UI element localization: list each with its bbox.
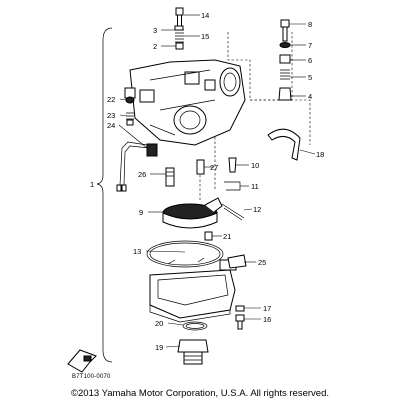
spring-part-5 — [280, 69, 290, 80]
screw-part-8 — [280, 19, 290, 42]
spring-part-15 — [175, 29, 184, 43]
washer-part-17 — [235, 305, 245, 312]
gasket-part-13 — [146, 240, 224, 268]
callout-16: 16 — [263, 315, 271, 324]
washer-part-7 — [279, 42, 291, 48]
float-part-9 — [162, 197, 223, 229]
callout-7: 7 — [308, 41, 312, 50]
callout-15: 15 — [201, 32, 209, 41]
small-part-2 — [175, 42, 184, 50]
clip-part-25 — [227, 254, 247, 269]
float-bowl — [149, 257, 237, 323]
callout-19: 19 — [155, 343, 163, 352]
valve-part-10 — [228, 157, 237, 173]
plug-part-19 — [177, 339, 209, 365]
callout-14: 14 — [201, 11, 209, 20]
jet-part-26 — [165, 167, 175, 187]
callout-4: 4 — [308, 92, 312, 101]
callout-26: 26 — [138, 170, 146, 179]
diagram-reference-code: B7T100-0070 — [72, 374, 111, 380]
screw-part-16 — [235, 314, 245, 330]
hose-part-18 — [267, 128, 301, 161]
assembly-brace — [96, 27, 113, 363]
callout-27: 27 — [210, 163, 218, 172]
nut-part-6 — [279, 54, 291, 64]
small-part-3 — [174, 25, 184, 31]
screw-part-22 — [125, 96, 135, 104]
cap-part-4 — [278, 87, 292, 101]
callout-3: 3 — [153, 26, 157, 35]
callout-1: 1 — [90, 180, 94, 189]
carburetor-body — [124, 59, 246, 146]
copyright-notice: ©2013 Yamaha Motor Corporation, U.S.A. A… — [71, 388, 329, 399]
clip-part-11 — [224, 181, 241, 191]
front-arrow-icon — [67, 349, 97, 373]
pin-part-12 — [221, 203, 245, 221]
callout-21: 21 — [223, 232, 231, 241]
callout-25: 25 — [258, 258, 266, 267]
callout-12: 12 — [253, 205, 261, 214]
callout-20: 20 — [155, 319, 163, 328]
wire-part-24 — [116, 141, 158, 192]
callout-5: 5 — [308, 73, 312, 82]
callout-numbers: 14 3 15 2 8 7 6 5 4 18 22 23 24 1 26 27 … — [90, 11, 324, 352]
screw-part-14 — [175, 7, 184, 28]
callout-11: 11 — [251, 182, 259, 191]
needle-part-21 — [204, 231, 213, 241]
guide-dashed-box — [227, 32, 293, 101]
callout-10: 10 — [251, 161, 259, 170]
callout-23: 23 — [107, 111, 115, 120]
spring-part-23 — [126, 112, 134, 126]
callout-22: 22 — [107, 95, 115, 104]
callout-17: 17 — [263, 304, 271, 313]
jet-part-27 — [196, 159, 205, 175]
callout-13: 13 — [133, 247, 141, 256]
callout-9: 9 — [139, 208, 143, 217]
oring-part-20 — [182, 321, 208, 331]
callout-8: 8 — [308, 20, 312, 29]
callout-2: 2 — [153, 42, 157, 51]
leader-lines — [118, 14, 316, 348]
callout-18: 18 — [316, 150, 324, 159]
callout-24: 24 — [107, 121, 115, 130]
callout-6: 6 — [308, 56, 312, 65]
